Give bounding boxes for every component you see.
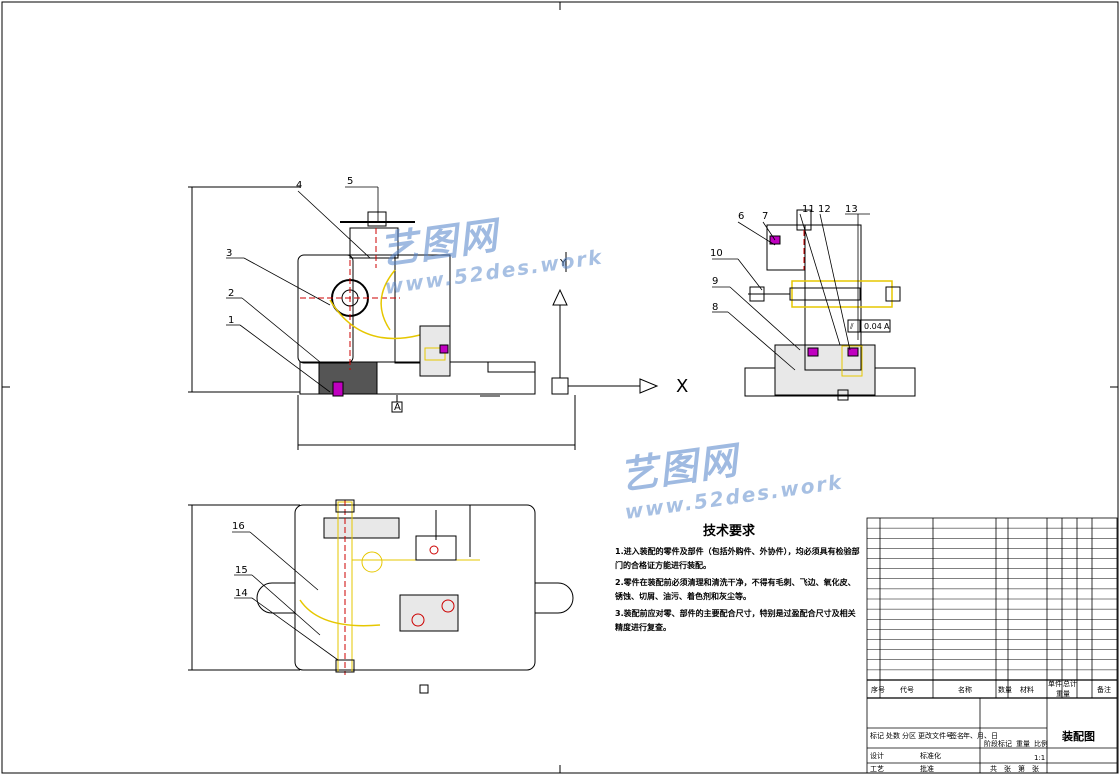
tb-header-seq: 序号 [871, 685, 885, 694]
tb-zone: 分区 [902, 731, 916, 740]
front-leaders [226, 186, 379, 393]
callout-13: 13 [845, 204, 858, 215]
top-view [188, 499, 574, 694]
drawing-title: 装配图 [1061, 729, 1095, 743]
callout-2: 2 [228, 288, 234, 299]
side-leaders [712, 213, 870, 371]
callout-12: 12 [818, 204, 831, 215]
notes-title: 技术要求 [703, 524, 756, 539]
datum-label-a: A [394, 402, 401, 413]
tolerance-symbol: ⫽ [849, 322, 854, 331]
tb-stage-scale: 比例 [1034, 739, 1048, 748]
tb-mark: 标记 [870, 731, 884, 740]
title-block-labels: 序号 代号 名称 数量 材料 单件 总计 重量 备注 标记 处数 分区 更改文件… [870, 679, 1111, 773]
tb-header-qty: 数量 [998, 685, 1012, 694]
note-item-1: 1.进入装配的零件及部件（包括外购件、外协件），均必须具有检验部门的合格证方能进… [615, 547, 860, 570]
axis-y-label: Y [559, 258, 567, 269]
tb-count: 处数 [886, 731, 900, 740]
title-block [866, 517, 1118, 774]
tb-header-name: 名称 [958, 685, 972, 694]
tb-scale-value: 1:1 [1034, 754, 1045, 762]
tb-design: 设计 [870, 751, 884, 760]
front-view [188, 186, 576, 450]
callout-6: 6 [738, 211, 744, 222]
tb-header-total: 总计 [1063, 679, 1077, 688]
tb-header-material: 材料 [1020, 685, 1034, 694]
tb-header-unit: 单件 [1048, 679, 1062, 688]
side-view [744, 209, 916, 401]
tolerance-value: 0.04 [864, 322, 882, 331]
tb-sheet-unit: 张 [1032, 764, 1039, 773]
axis-x-label: X [676, 376, 688, 397]
parts-list-rows [867, 527, 1117, 671]
tb-approve: 批准 [920, 764, 934, 773]
callout-7: 7 [762, 211, 768, 222]
callout-14: 14 [235, 588, 248, 599]
callout-3: 3 [226, 248, 232, 259]
tolerance-datum: A [884, 322, 890, 331]
callout-9: 9 [712, 276, 718, 287]
tb-header-weight: 重量 [1056, 690, 1070, 698]
coordinate-axes [551, 252, 659, 395]
tb-standard: 标准化 [920, 751, 941, 760]
callout-8: 8 [712, 302, 718, 313]
tb-sign: 签名 [950, 731, 964, 740]
tb-process: 工艺 [870, 765, 884, 773]
tb-date: 年、月、日 [963, 731, 998, 740]
top-leaders [232, 531, 339, 661]
tb-sheet-no: 第 [1018, 764, 1025, 773]
tb-stage-weight: 重量 [1016, 740, 1030, 748]
callout-10: 10 [710, 248, 723, 259]
callout-5: 5 [347, 176, 353, 187]
tb-sheets-unit: 张 [1004, 764, 1011, 773]
tb-header-code: 代号 [900, 685, 914, 694]
callout-11: 11 [802, 204, 815, 215]
callout-4: 4 [296, 180, 302, 191]
note-item-2: 2.零件在装配前必须清理和清洗干净，不得有毛刺、飞边、氧化皮、锈蚀、切屑、油污、… [615, 578, 856, 601]
callout-16: 16 [232, 521, 245, 532]
callout-15: 15 [235, 565, 248, 576]
callout-1: 1 [228, 315, 234, 326]
note-item-3: 3.装配前应对零、部件的主要配合尺寸，特别是过盈配合尺寸及相关精度进行复查。 [615, 609, 856, 632]
tb-sheets-of: 共 [990, 764, 997, 773]
tb-header-remark: 备注 [1097, 685, 1111, 694]
technical-requirements: 技术要求 1.进入装配的零件及部件（包括外购件、外协件），均必须具有检验部门的合… [615, 520, 860, 638]
tb-stage-mark: 阶段标记 [984, 739, 1012, 748]
tb-change-doc: 更改文件号 [918, 731, 953, 740]
